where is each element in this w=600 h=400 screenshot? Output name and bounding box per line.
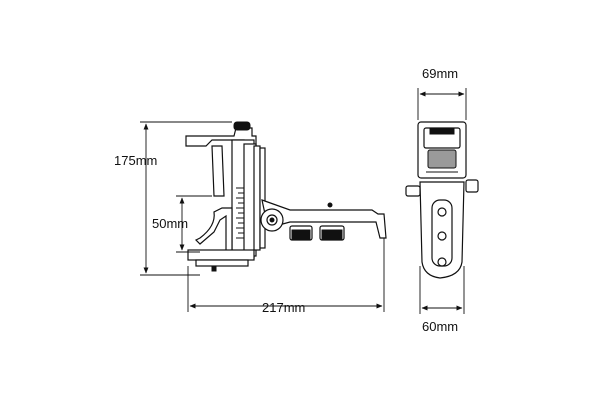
- front-view-device: [405, 121, 479, 279]
- knob-icon: [427, 149, 457, 169]
- clamp-dimension-label: 50mm: [152, 216, 188, 231]
- height-dimension-label: 175mm: [114, 153, 157, 168]
- scale-ticks: [236, 187, 244, 239]
- dimension-69: [417, 88, 467, 120]
- dimension-175: [140, 121, 232, 276]
- top-width-dimension-label: 69mm: [422, 66, 458, 81]
- bottom-width-dimension-label: 60mm: [422, 319, 458, 334]
- clamp-knob-icon: [233, 121, 251, 131]
- dimension-217: [187, 238, 385, 312]
- side-view-device: [185, 121, 387, 272]
- bolt-knob-icon: [321, 229, 343, 241]
- dimension-60: [419, 266, 465, 314]
- dimension-50: [176, 195, 212, 253]
- bolt-knob-icon: [291, 229, 311, 241]
- width-dimension-label: 217mm: [262, 300, 305, 315]
